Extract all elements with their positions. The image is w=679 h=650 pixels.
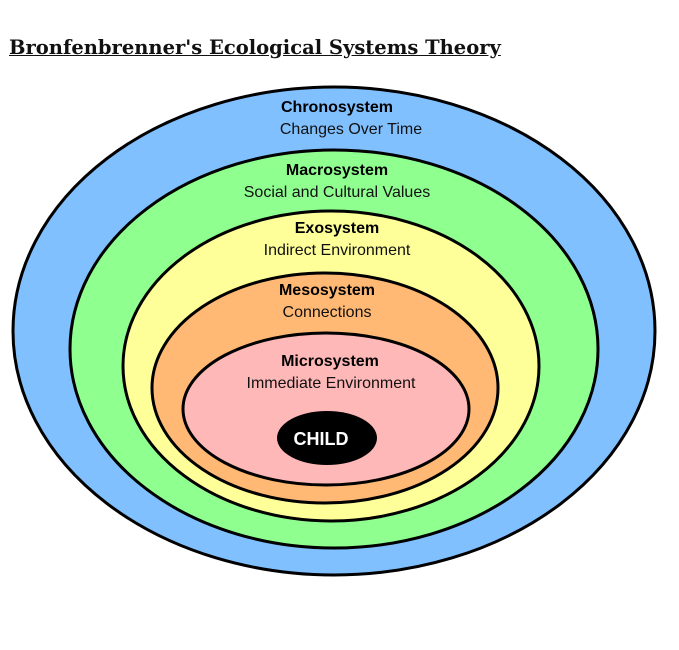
microsystem-layer (181, 331, 471, 487)
mesosystem-label: Mesosystem (279, 282, 375, 299)
exosystem-label: Exosystem (295, 220, 380, 237)
exosystem-description: Indirect Environment (264, 242, 411, 259)
child-label: CHILD (294, 429, 349, 449)
microsystem-label: Microsystem (281, 353, 379, 370)
macrosystem-label: Macrosystem (286, 162, 388, 179)
child-ellipse (277, 411, 377, 465)
microsystem-ellipse (181, 331, 471, 487)
diagram-title: Bronfenbrenner's Ecological Systems Theo… (9, 36, 501, 59)
mesosystem-description: Connections (283, 304, 372, 321)
chronosystem-label: Chronosystem (281, 99, 393, 116)
microsystem-description: Immediate Environment (247, 375, 417, 392)
chronosystem-description: Changes Over Time (280, 121, 422, 138)
macrosystem-description: Social and Cultural Values (244, 184, 430, 201)
